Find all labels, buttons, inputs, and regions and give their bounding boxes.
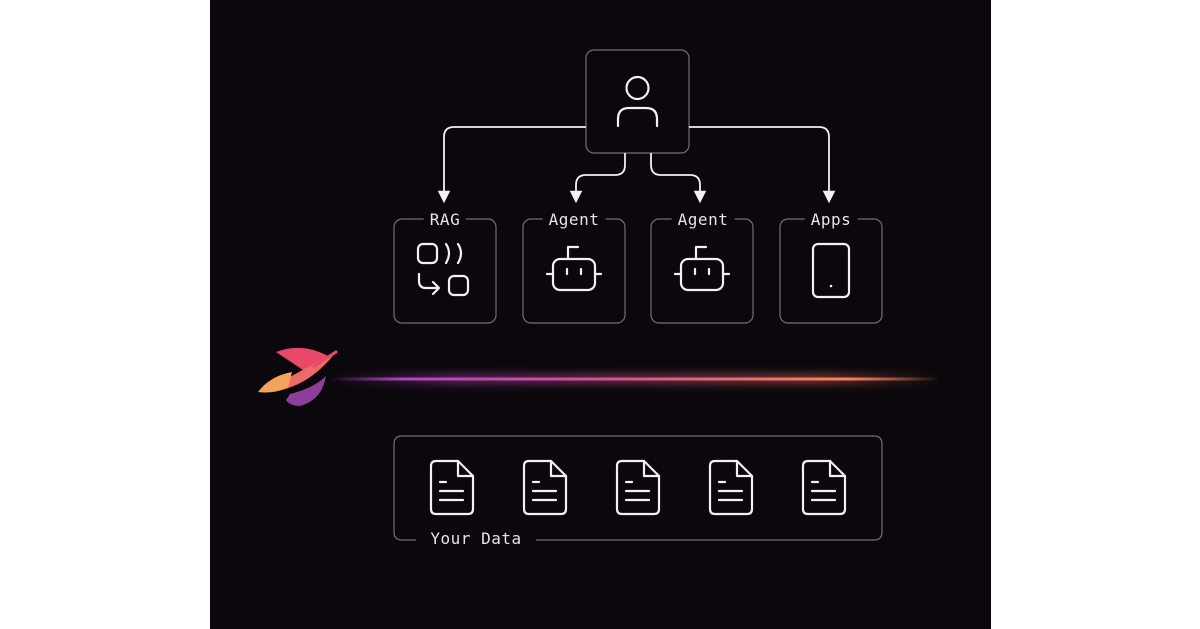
- user-node: [585, 49, 690, 154]
- document-icon: [708, 459, 754, 516]
- box-label-rag: RAG: [423, 210, 467, 230]
- document-icon: [615, 459, 661, 516]
- service-boxes: [393, 218, 883, 324]
- arrow-to-rag: [437, 126, 586, 204]
- document-icon: [522, 459, 568, 516]
- box-label-agent-1: Agent: [542, 210, 606, 230]
- your-data-panel: [393, 435, 883, 541]
- tablet-icon: [811, 242, 851, 299]
- service-box-2: [650, 218, 754, 324]
- planet-logo-icon: [258, 347, 338, 406]
- box-label-agent-2: Agent: [671, 210, 735, 230]
- document-icon: [801, 459, 847, 516]
- data-panel-label: Your Data: [424, 529, 528, 549]
- box-label-apps: Apps: [804, 210, 858, 230]
- service-box-1: [522, 218, 626, 324]
- service-box-0: [393, 218, 497, 324]
- data-panel-border: [393, 435, 883, 541]
- service-box-border: [779, 218, 883, 324]
- user-box-border: [585, 49, 690, 154]
- arrow-to-agent-1: [569, 153, 626, 204]
- document-list: [429, 459, 847, 516]
- document-icon: [429, 459, 475, 516]
- diagram-canvas: RAG Agent Agent Apps Your Data: [210, 0, 991, 629]
- service-box-3: [779, 218, 883, 324]
- rag-icon: [416, 242, 470, 297]
- arrow-to-agent-2: [650, 153, 707, 204]
- service-box-border: [522, 218, 626, 324]
- diagram-svg: [258, 49, 940, 541]
- connector-arrows: [437, 126, 836, 204]
- arrow-to-apps: [689, 126, 836, 204]
- user-icon: [616, 75, 659, 128]
- service-box-border: [650, 218, 754, 324]
- beam-core: [330, 377, 940, 381]
- service-box-border: [393, 218, 497, 324]
- robot-icon: [673, 245, 731, 292]
- robot-icon: [545, 245, 603, 292]
- data-connection-lines: [431, 331, 852, 435]
- data-beam: [330, 373, 940, 385]
